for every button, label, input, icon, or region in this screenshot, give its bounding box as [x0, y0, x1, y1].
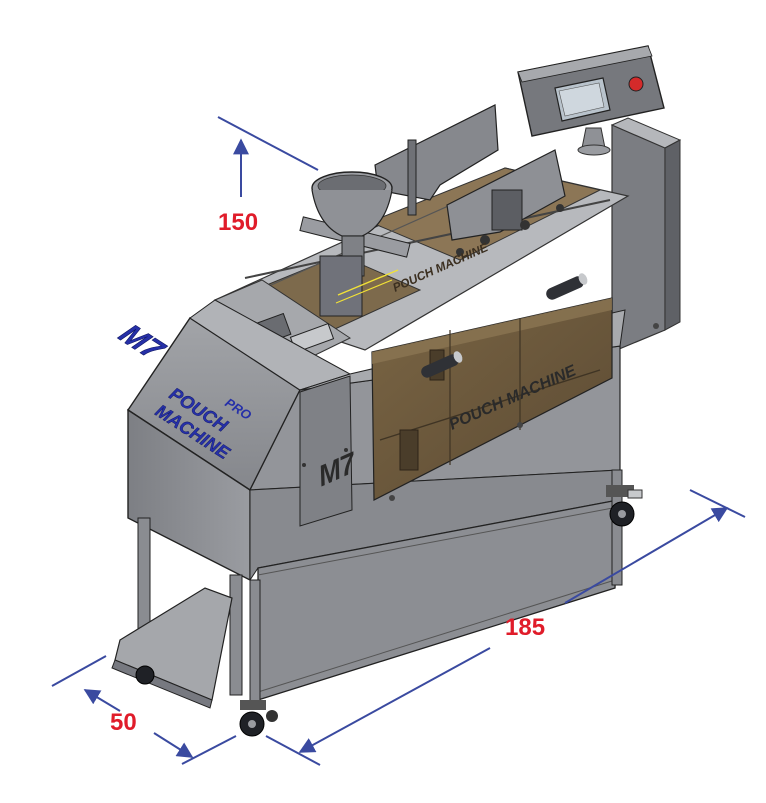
- dimension-length: 185: [265, 489, 746, 766]
- machine: POUCH MACHINE M7 PRO POUCH MAC: [111, 45, 682, 737]
- hopper: [299, 171, 411, 317]
- dimension-annotations: 150 50 185: [51, 116, 746, 766]
- front-face: M7 PRO POUCH MACHINE: [112, 299, 352, 582]
- dimension-depth: 50: [51, 655, 237, 765]
- roller: [546, 273, 588, 300]
- tinted-window: M7 POUCH MACHINE: [316, 273, 613, 501]
- emergency-stop-button: [628, 76, 644, 92]
- depth-dimension-label: 50: [110, 709, 137, 736]
- electrical-cabinet: [610, 117, 682, 353]
- height-dimension-label: 150: [218, 209, 258, 236]
- dimension-height: 150: [217, 116, 319, 236]
- caster-wheel: [239, 700, 278, 737]
- caster-wheel: [135, 665, 155, 685]
- length-dimension-label: 185: [505, 614, 545, 641]
- caster-wheel: [606, 485, 643, 527]
- hmi-control-panel: [517, 45, 665, 156]
- roller: [421, 351, 463, 378]
